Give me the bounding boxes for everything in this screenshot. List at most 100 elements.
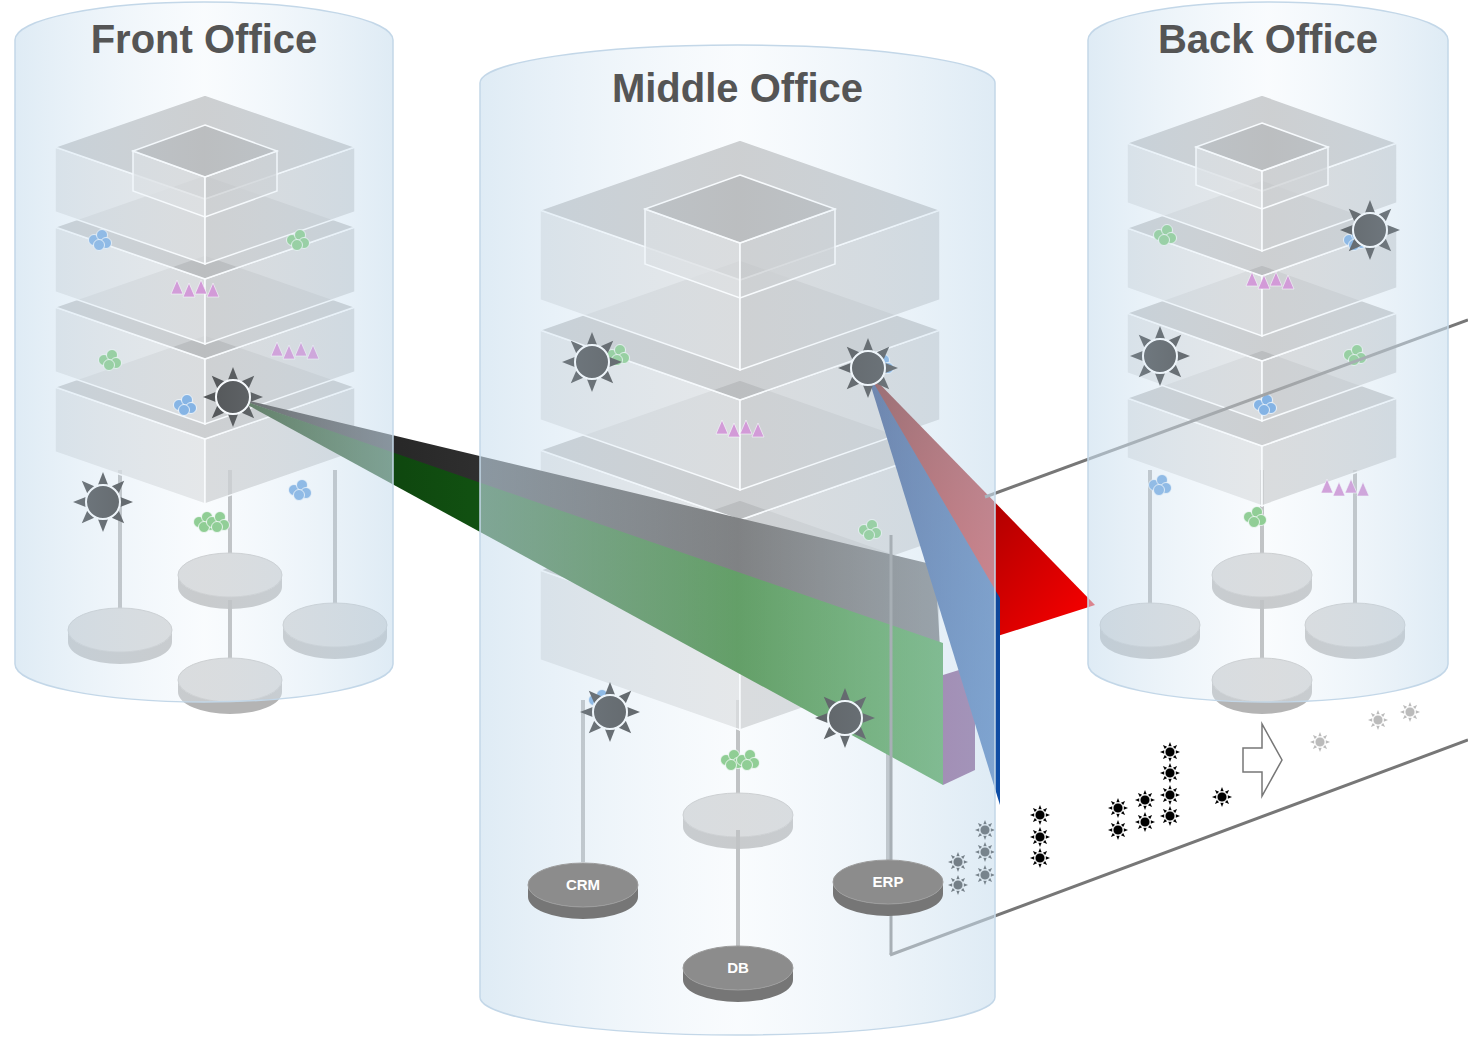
star-core [1035, 853, 1045, 863]
event-star [1135, 790, 1155, 810]
database-disk: CRM [528, 863, 638, 921]
star-ray [1160, 814, 1164, 817]
star-ray [1318, 748, 1321, 752]
cylinder-body [15, 2, 393, 702]
star-ray [1116, 820, 1119, 824]
office-heading: Front Office [15, 16, 393, 62]
star-ray [1038, 848, 1041, 852]
event-star [1135, 812, 1155, 832]
star-core [1113, 825, 1123, 835]
star-ray [1160, 750, 1164, 753]
star-ray [1220, 787, 1223, 791]
event-star [1160, 763, 1180, 783]
star-ray [1030, 813, 1034, 816]
star-ray [1168, 742, 1171, 746]
event-star [1160, 742, 1180, 762]
office-cylinder: Back Office [1088, 2, 1448, 702]
star-ray [1326, 740, 1330, 743]
star-ray [1030, 835, 1034, 838]
star-ray [1108, 828, 1112, 831]
disk-label: DB [683, 959, 793, 977]
office-cylinder: Middle OfficeCRM DB ERP [480, 45, 995, 1035]
disk-top [833, 860, 943, 904]
star-ray [1143, 806, 1146, 810]
office-cylinder: Front Office [15, 2, 393, 702]
star-ray [1124, 806, 1128, 809]
disk-label: ERP [833, 873, 943, 891]
star-ray [1143, 812, 1146, 816]
star-ray [1212, 795, 1216, 798]
star-ray [1038, 805, 1041, 809]
star-ray [1310, 740, 1314, 743]
disk-top [528, 863, 638, 907]
star-ray [1160, 793, 1164, 796]
database-disk: DB [683, 946, 793, 1004]
event-star [1030, 805, 1050, 825]
star-core [1113, 803, 1123, 813]
star-ray [1400, 710, 1404, 713]
star-ray [1220, 803, 1223, 807]
star-ray [1116, 798, 1119, 802]
event-star [1160, 806, 1180, 826]
star-ray [1151, 820, 1155, 823]
star-ray [1143, 790, 1146, 794]
star-ray [1318, 732, 1321, 736]
disk-top [683, 946, 793, 990]
cylinder-outline [15, 2, 393, 702]
star-core [1165, 811, 1175, 821]
event-star [1160, 785, 1180, 805]
star-ray [1416, 710, 1420, 713]
star-ray [1160, 771, 1164, 774]
database-disk: ERP [833, 860, 943, 918]
star-ray [1038, 821, 1041, 825]
star-ray [1168, 785, 1171, 789]
star-core [1165, 768, 1175, 778]
star-core [1035, 810, 1045, 820]
star-ray [1038, 827, 1041, 831]
star-core [1405, 707, 1415, 717]
star-ray [1168, 758, 1171, 762]
star-core [1373, 715, 1383, 725]
star-ray [1124, 828, 1128, 831]
event-star [1212, 787, 1232, 807]
star-core [1035, 832, 1045, 842]
star-ray [1038, 864, 1041, 868]
cylinder-body [1088, 2, 1448, 702]
hollow-arrow [1243, 724, 1282, 796]
star-ray [1176, 750, 1180, 753]
star-ray [1368, 718, 1372, 721]
star-ray [1376, 726, 1379, 730]
star-ray [1408, 702, 1411, 706]
cylinder-body [480, 45, 995, 1035]
event-star [1030, 827, 1050, 847]
star-ray [1116, 836, 1119, 840]
star-ray [1135, 798, 1139, 801]
star-core [1140, 795, 1150, 805]
event-star [1108, 798, 1128, 818]
star-ray [1046, 856, 1050, 859]
star-ray [1151, 798, 1155, 801]
star-ray [1168, 763, 1171, 767]
star-ray [1168, 806, 1171, 810]
event-star [1400, 702, 1420, 722]
star-ray [1384, 718, 1388, 721]
office-heading: Middle Office [480, 65, 995, 111]
star-ray [1030, 856, 1034, 859]
star-core [1315, 737, 1325, 747]
star-ray [1108, 806, 1112, 809]
event-star [1368, 710, 1388, 730]
event-star [1108, 820, 1128, 840]
star-core [1165, 747, 1175, 757]
star-ray [1168, 801, 1171, 805]
star-ray [1135, 820, 1139, 823]
star-ray [1228, 795, 1232, 798]
event-star [1310, 732, 1330, 752]
star-ray [1176, 814, 1180, 817]
star-core [1217, 792, 1227, 802]
office-heading: Back Office [1088, 16, 1448, 62]
star-core [1140, 817, 1150, 827]
star-ray [1176, 793, 1180, 796]
star-ray [1046, 813, 1050, 816]
disk-label: CRM [528, 876, 638, 894]
